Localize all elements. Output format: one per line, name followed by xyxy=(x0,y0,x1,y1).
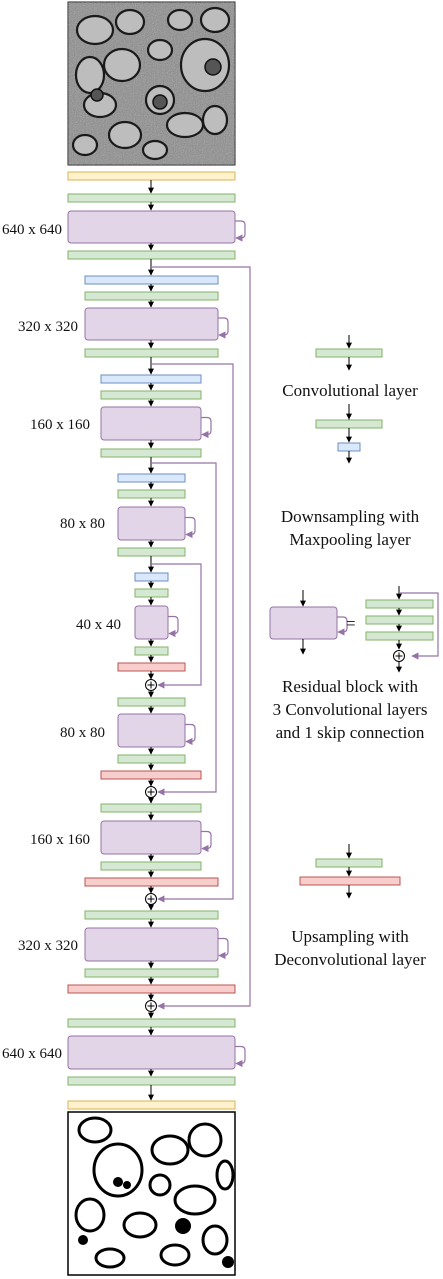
downsampling-layer xyxy=(100,374,202,384)
skip-connection xyxy=(151,363,234,903)
conv-layer xyxy=(67,1076,236,1086)
skip-connection xyxy=(151,462,217,796)
upsampling-layer xyxy=(299,876,401,886)
legend-equals-sign: = xyxy=(346,614,356,633)
conv-layer xyxy=(67,193,236,203)
conv-layer xyxy=(134,588,169,598)
conv-layer xyxy=(100,390,202,400)
residual-skip-loop xyxy=(185,723,196,746)
upsampling-layer xyxy=(84,877,219,887)
legend-res-label-line2: 3 Convolutional layers xyxy=(273,700,428,719)
residual-skip-loop xyxy=(201,830,212,853)
conv-layer xyxy=(67,250,236,260)
network-layers xyxy=(67,171,246,1110)
resolution-label-80-decoder: 80 x 80 xyxy=(60,725,105,741)
add-node-plus xyxy=(147,681,155,689)
conv-layer xyxy=(100,448,202,458)
add-node-plus xyxy=(147,1002,155,1010)
output-strip xyxy=(67,1100,236,1110)
legend-residual-skip-loop xyxy=(337,616,348,636)
conv-layer xyxy=(100,803,202,813)
conv-layer xyxy=(117,697,186,707)
legend-residual-block xyxy=(269,606,338,640)
resolution-label-80-encoder: 80 x 80 xyxy=(60,516,105,532)
downsampling-layer xyxy=(134,572,169,582)
legend-up-label-line1: Upsampling with xyxy=(291,927,409,946)
residual-block xyxy=(117,506,186,541)
resolution-label-160-encoder: 160 x 160 xyxy=(30,417,90,433)
conv-layer xyxy=(84,291,219,301)
legend-conv-label: Convolutional layer xyxy=(282,381,418,400)
input-em-image xyxy=(67,1,236,166)
conv-layer xyxy=(365,615,434,625)
add-node-plus xyxy=(147,895,155,903)
legend-skip-connection xyxy=(399,592,439,660)
add-node-plus xyxy=(147,788,155,796)
residual-skip-loop xyxy=(218,937,229,960)
conv-layer xyxy=(365,631,434,641)
add-node-plus xyxy=(395,652,403,660)
residual-block xyxy=(100,820,202,855)
resolution-label-640-decoder: 640 x 640 xyxy=(2,1046,62,1062)
conv-layer xyxy=(315,419,383,429)
residual-skip-loop xyxy=(235,220,246,242)
residual-block xyxy=(84,307,219,341)
residual-block xyxy=(84,927,219,962)
residual-skip-loop xyxy=(185,516,196,539)
skip-connection xyxy=(151,563,202,689)
residual-block xyxy=(67,1035,236,1070)
output-segmentation-image xyxy=(67,1111,236,1276)
legend xyxy=(269,335,439,899)
residual-block xyxy=(100,406,202,441)
residual-block xyxy=(67,210,236,244)
residual-block xyxy=(117,713,186,748)
input-strip xyxy=(67,171,236,181)
conv-layer xyxy=(84,968,219,978)
conv-layer xyxy=(315,348,383,358)
resolution-label-640-encoder: 640 x 640 xyxy=(2,222,62,238)
conv-layer xyxy=(84,348,219,358)
residual-skip-loop xyxy=(201,416,212,439)
skip-connection xyxy=(151,266,251,1010)
resolution-label-160-decoder: 160 x 160 xyxy=(30,832,90,848)
skip-connections xyxy=(151,266,251,1010)
residual-block xyxy=(134,605,169,640)
conv-layer xyxy=(117,547,186,557)
conv-layer xyxy=(117,754,186,764)
residual-skip-loop xyxy=(235,1045,246,1068)
legend-down-label-line2: Maxpooling layer xyxy=(289,530,411,549)
resolution-label-40-bottleneck: 40 x 40 xyxy=(76,617,121,633)
legend-res-label-line1: Residual block with xyxy=(282,677,418,696)
conv-layer xyxy=(67,1018,236,1028)
residual-skip-loop xyxy=(218,317,229,339)
conv-layer xyxy=(365,599,434,609)
downsampling-layer xyxy=(117,473,186,483)
upsampling-layer xyxy=(117,662,186,672)
upsampling-layer xyxy=(67,984,236,994)
resolution-label-320-encoder: 320 x 320 xyxy=(18,319,78,335)
conv-layer xyxy=(100,861,202,871)
conv-layer xyxy=(117,489,186,499)
conv-layer xyxy=(134,646,169,656)
upsampling-layer xyxy=(100,770,202,780)
downsampling-layer xyxy=(84,275,219,285)
legend-res-label-line3: and 1 skip connection xyxy=(276,723,425,742)
residual-skip-loop xyxy=(168,615,179,638)
downsampling-layer xyxy=(337,442,361,452)
legend-up-label-line2: Deconvolutional layer xyxy=(274,950,426,969)
legend-down-label-line1: Downsampling with xyxy=(281,507,420,526)
conv-layer xyxy=(315,858,383,868)
conv-layer xyxy=(84,910,219,920)
resolution-label-320-decoder: 320 x 320 xyxy=(18,938,78,954)
